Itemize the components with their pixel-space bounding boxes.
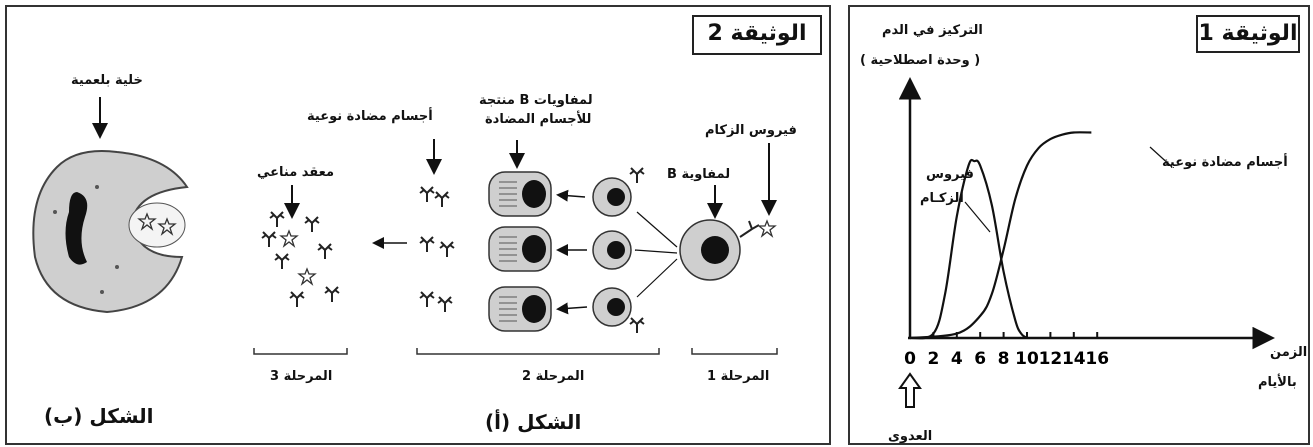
phagocyte-label: خلية بلعمية: [71, 73, 143, 88]
x-axis-label-2: بالأيام: [1258, 375, 1297, 390]
specific-antibodies-label: أجسام مضادة نوعية: [307, 109, 433, 124]
x-tick-label: 0: [904, 349, 916, 369]
virus-curve-label-2: الزكـام: [920, 191, 964, 206]
x-tick-label: 4: [951, 349, 963, 369]
doc2-title: الوثيقة 2: [692, 15, 822, 55]
virus: [758, 143, 777, 237]
x-tick-label: 14: [1062, 349, 1086, 369]
y-axis-label-1: التركيز في الدم: [882, 23, 983, 38]
doc1-title: الوثيقة 1: [1196, 15, 1300, 53]
x-tick-label: 8: [998, 349, 1010, 369]
plasma-cells-label-1: لمفاويات B منتجة: [479, 93, 593, 108]
immune-complex: [261, 185, 340, 308]
b-lymphocyte: [679, 185, 760, 281]
doc2-panel: الوثيقة 2 خلية بلعمية معقد مناعي أجسام م…: [5, 5, 831, 445]
x-axis-label-1: الزمن: [1270, 345, 1308, 360]
free-antibodies: [419, 139, 455, 313]
figure-b-label: الشكل (ب): [44, 404, 154, 428]
activated-lymphocytes: [592, 167, 645, 334]
x-tick-label: 12: [1039, 349, 1063, 369]
immune-complex-label: معقد مناعي: [257, 165, 335, 180]
antibody-curve: [909, 131, 1092, 340]
stage1-label: المرحلة 1: [707, 369, 770, 384]
stage2-label: المرحلة 2: [522, 369, 585, 384]
virus-curve: [909, 158, 1028, 340]
doc1-panel: الوثيقة 1 التركيز في الدم ( وحدة اصطلاحي…: [848, 5, 1310, 445]
phagocyte: [32, 97, 189, 314]
b-lymphocyte-label: لمفاوية B: [667, 167, 731, 182]
x-tick-label: 6: [974, 349, 986, 369]
infection-label: العدوى: [888, 429, 933, 444]
infection-arrow: [898, 372, 922, 408]
plasma-cells-label-2: للأجسام المضادة: [485, 112, 592, 127]
virus-label: فيروس الزكام: [705, 123, 797, 138]
y-axis-label-2: ( وحدة اصطلاحية ): [860, 53, 981, 68]
x-tick-label: 2: [927, 349, 939, 369]
plasma-cells: [488, 140, 552, 332]
x-tick-label: 16: [1085, 349, 1109, 369]
doc2-illustration: [32, 97, 778, 355]
antibody-curve-label: أجسام مضادة نوعية: [1162, 155, 1288, 170]
x-tick-label: 10: [1015, 349, 1039, 369]
virus-curve-label-1: فيروس: [926, 167, 974, 182]
stage3-label: المرحلة 3: [270, 369, 333, 384]
figure-a-label: الشكل (أ): [485, 410, 582, 434]
